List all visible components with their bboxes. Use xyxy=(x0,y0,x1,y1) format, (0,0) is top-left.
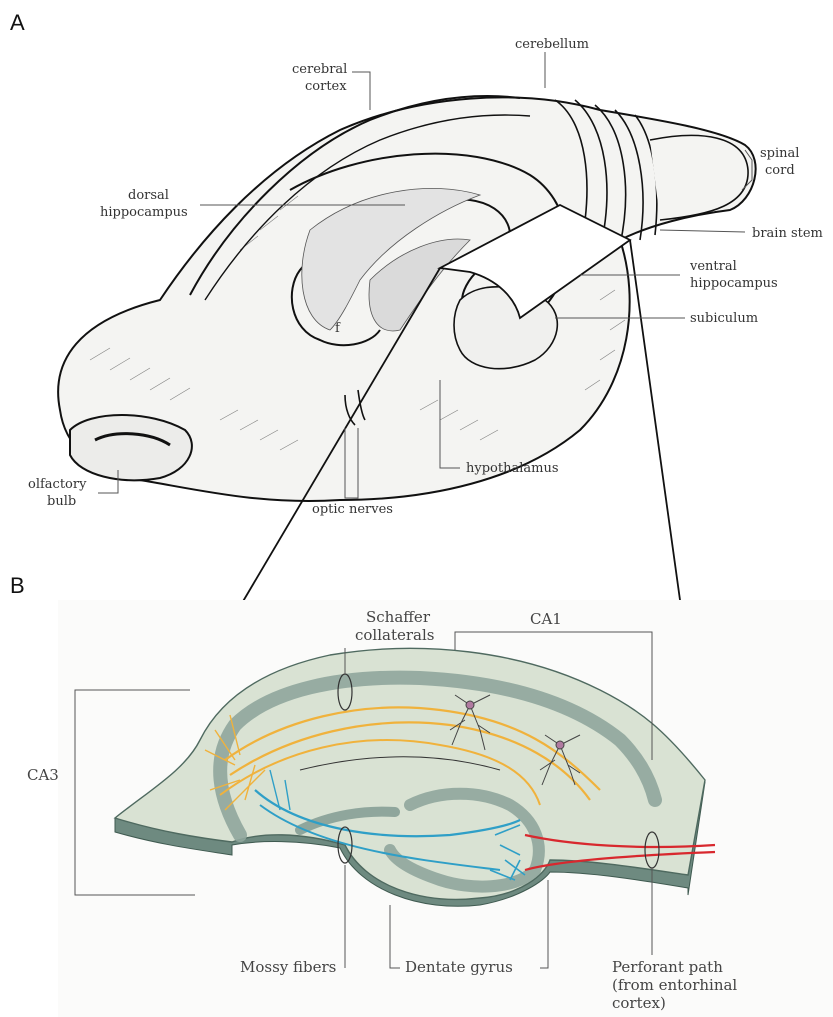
label-perforant-2: (from entorhinal xyxy=(612,976,737,994)
label-olfactory-1: olfactory xyxy=(28,477,87,492)
label-spinal-2: cord xyxy=(765,163,795,178)
label-optic-nerves: optic nerves xyxy=(312,502,393,517)
label-schaffer-1: Schaffer xyxy=(366,608,431,626)
label-spinal-1: spinal xyxy=(760,146,799,161)
label-dentate-gyrus: Dentate gyrus xyxy=(405,958,513,976)
label-ca1: CA1 xyxy=(530,610,562,628)
label-cerebral-2: cortex xyxy=(305,79,347,94)
rat-brain-illustration xyxy=(58,96,755,501)
label-mossy-fibers: Mossy fibers xyxy=(240,958,336,976)
label-hypothalamus: hypothalamus xyxy=(466,461,559,476)
label-perforant-1: Perforant path xyxy=(612,958,723,976)
label-ventral-2: hippocampus xyxy=(690,276,778,291)
label-dorsal-1: dorsal xyxy=(128,188,169,203)
label-brain-stem: brain stem xyxy=(752,226,823,241)
label-olfactory-2: bulb xyxy=(47,494,76,509)
label-perforant-3: cortex) xyxy=(612,994,666,1012)
label-dorsal-2: hippocampus xyxy=(100,205,188,220)
hippocampal-slice xyxy=(58,600,833,1017)
label-ca3: CA3 xyxy=(27,766,59,784)
label-ventral-1: ventral xyxy=(689,259,737,274)
label-schaffer-2: collaterals xyxy=(355,626,434,644)
label-cerebral-1: cerebral xyxy=(292,62,347,77)
label-subiculum: subiculum xyxy=(690,311,758,326)
label-cerebellum: cerebellum xyxy=(515,37,589,52)
panel-b-letter: B xyxy=(10,573,25,598)
panel-a-letter: A xyxy=(10,10,25,35)
